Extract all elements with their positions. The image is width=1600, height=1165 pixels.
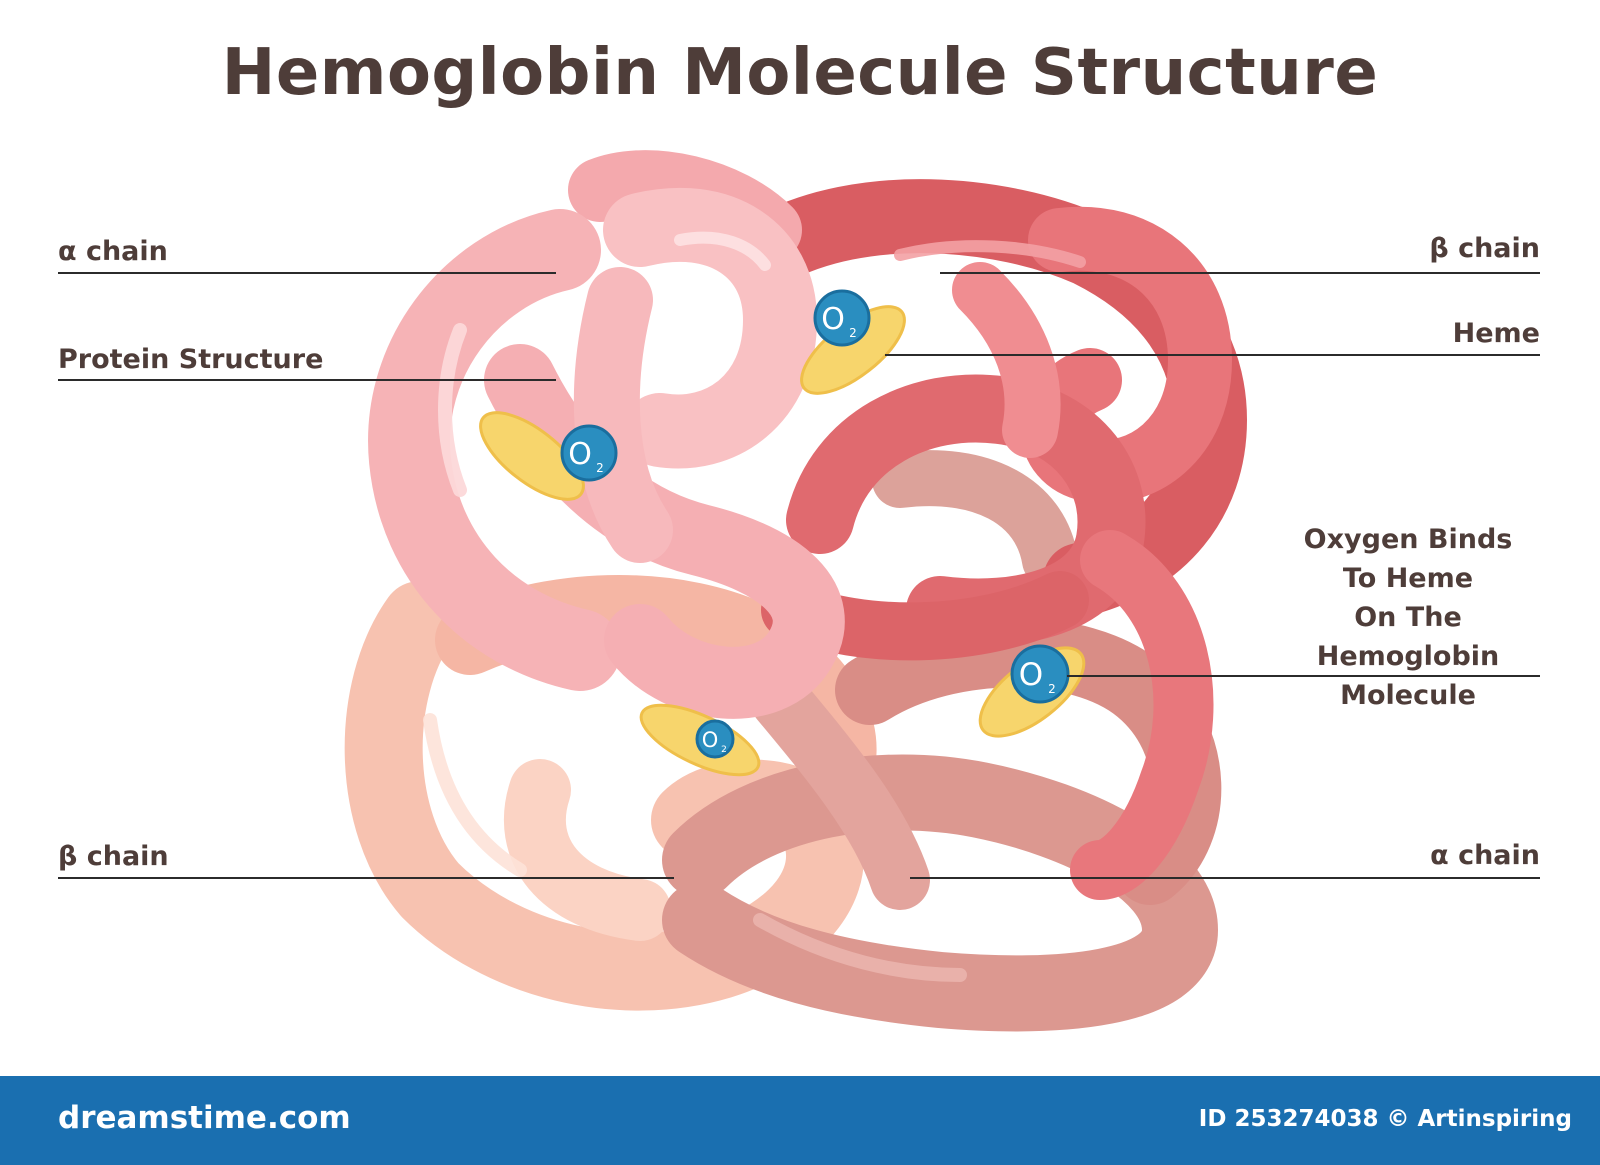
image-credit: ID 253274038 © Artinspiring <box>1198 1106 1572 1132</box>
oxygen-icon: O 2 <box>1010 644 1070 704</box>
label-oxygen-line: On The Hemoglobin <box>1316 602 1500 672</box>
leader-lines <box>58 272 1540 879</box>
label-beta-chain-top: β chain <box>1429 233 1540 264</box>
oxygen-letter: O <box>702 728 719 752</box>
oxygen-icon: O 2 <box>560 424 618 482</box>
label-protein-structure: Protein Structure <box>58 344 324 375</box>
oxygen-icon: O 2 <box>695 719 735 759</box>
oxygen-subscript: 2 <box>849 326 857 340</box>
oxygen-subscript: 2 <box>1048 682 1056 696</box>
label-alpha-chain-top: α chain <box>58 236 168 267</box>
label-alpha-chain-bottom: α chain <box>1430 840 1540 871</box>
label-oxygen-line: Oxygen Binds <box>1303 524 1513 555</box>
oxygen-letter: O <box>568 437 592 472</box>
oxygen-molecules: O 2 O 2 O 2 O 2 <box>560 289 1070 759</box>
beta-chain-red <box>733 179 1247 900</box>
oxygen-subscript: 2 <box>721 745 727 755</box>
label-oxygen-line: To Heme <box>1342 563 1474 594</box>
label-oxygen-binds: Oxygen Binds To Heme On The Hemoglobin M… <box>1262 520 1554 715</box>
brand-logo-text[interactable]: dreamstime.com <box>58 1100 351 1136</box>
label-beta-chain-bottom: β chain <box>58 841 169 872</box>
alpha-chain-pink <box>368 150 845 719</box>
oxygen-letter: O <box>821 302 845 337</box>
label-oxygen-line: Molecule <box>1340 680 1476 711</box>
label-heme: Heme <box>1452 318 1540 349</box>
oxygen-subscript: 2 <box>596 461 604 475</box>
footer-bar: dreamstime.com ID 253274038 © Artinspiri… <box>0 1076 1600 1165</box>
heme-disc <box>479 411 585 501</box>
hemoglobin-illustration: O 2 O 2 O 2 O 2 <box>58 150 1540 1032</box>
oxygen-letter: O <box>1019 657 1043 693</box>
oxygen-icon: O 2 <box>813 289 871 347</box>
page-title: Hemoglobin Molecule Structure <box>221 36 1379 110</box>
